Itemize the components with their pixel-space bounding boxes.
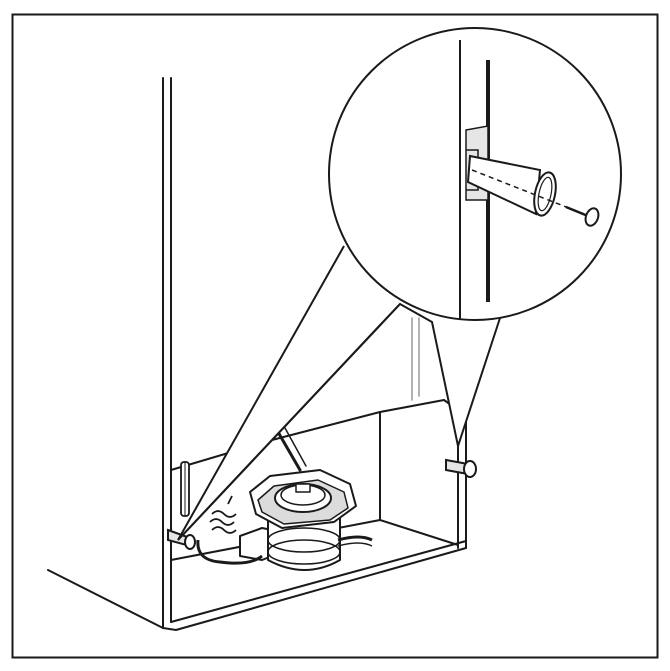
frame-border [11,13,659,659]
sensor-rod [180,461,190,517]
coil-spring [209,495,237,534]
appliance-cabinet [47,77,467,631]
rubber-plug [466,154,585,217]
callout-wedge [177,245,501,541]
fixing-pin [565,205,600,227]
detail-callout [177,27,622,541]
cable [196,539,263,565]
fixing-pin-right [445,458,477,478]
compressor [239,469,373,571]
fixing-pin-left [167,528,196,550]
